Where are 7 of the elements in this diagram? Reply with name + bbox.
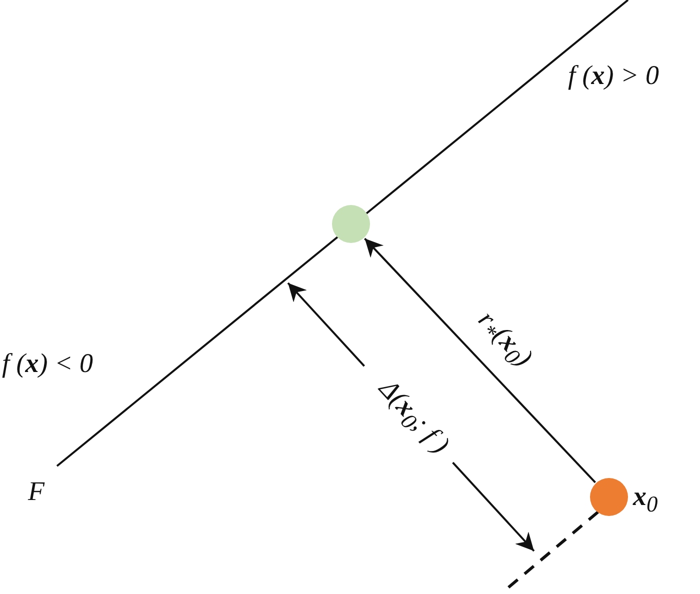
point-label: x$_{0}$: [633, 483, 658, 516]
data-point: [590, 478, 628, 516]
boundary-label: F: [28, 478, 44, 505]
region-label: f (x) < 0: [2, 350, 93, 377]
region-label: f (x) > 0: [568, 62, 659, 89]
arrow: [364, 238, 596, 484]
intersection-point: [332, 205, 370, 243]
